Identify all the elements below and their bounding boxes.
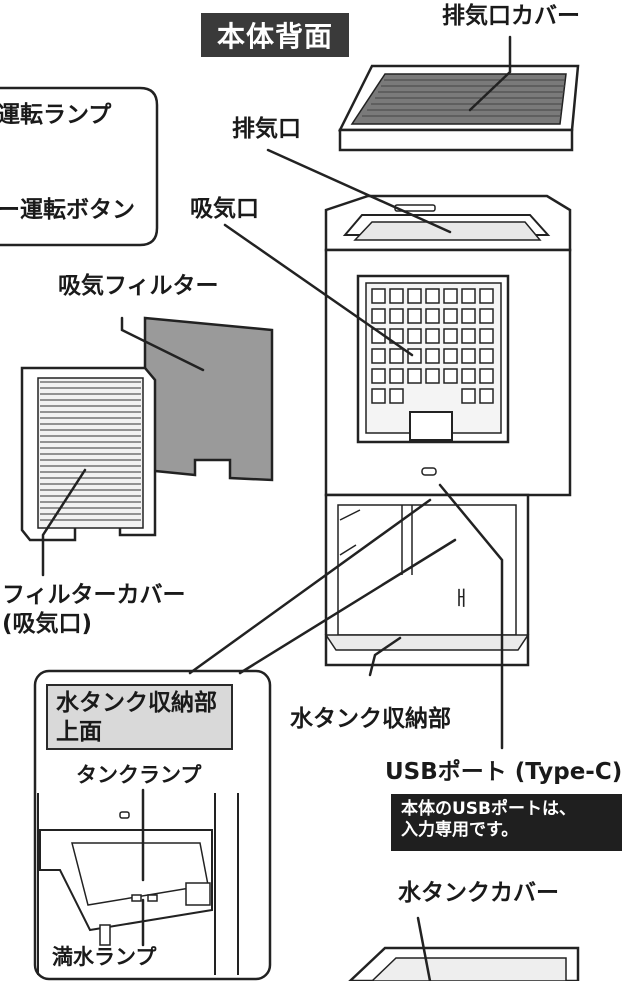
label-filter-cover: フィルターカバー — [2, 582, 186, 608]
inset-title-line1: 水タンク収納部 — [56, 690, 217, 716]
grille-cell — [389, 368, 404, 384]
grille-cell — [371, 368, 386, 384]
grille-cell — [479, 388, 494, 404]
grille-cell — [479, 348, 494, 364]
grille-cell — [425, 288, 440, 304]
grille-cell — [371, 288, 386, 304]
grille-cell — [479, 288, 494, 304]
filter-cover-part — [20, 366, 157, 542]
label-tank-cover: 水タンクカバー — [398, 880, 559, 906]
grille-cell — [389, 288, 404, 304]
tank-cover-part — [348, 946, 580, 981]
usb-note: 本体のUSBポートは、 入力専用です。 — [391, 794, 622, 851]
inset-drawing — [37, 793, 239, 975]
grille-cell — [443, 328, 458, 344]
svg-text:ㅐ: ㅐ — [452, 586, 470, 610]
grille-cell — [479, 368, 494, 384]
grille-cell — [407, 308, 422, 324]
grille-cell — [443, 348, 458, 364]
usb-note-line1: 本体のUSBポートは、 — [401, 799, 577, 819]
label-tank-storage: 水タンク収納部 — [290, 706, 451, 732]
label-filter-cover-sub: (吸気口) — [2, 611, 93, 637]
grille-cell — [371, 308, 386, 324]
grille-cell — [461, 328, 476, 344]
grille-cell — [389, 348, 404, 364]
grille-cell — [443, 288, 458, 304]
label-operation-button: ー運転ボタン — [0, 197, 135, 223]
grille-cell — [479, 308, 494, 324]
grille-cell — [443, 368, 458, 384]
grille-cell — [461, 388, 476, 404]
page-title: 本体背面 — [201, 13, 349, 57]
grille-cell — [443, 308, 458, 324]
grille-cell — [461, 368, 476, 384]
label-exhaust: 排気口 — [232, 116, 301, 142]
grille-cell — [407, 348, 422, 364]
grille-cell — [371, 348, 386, 364]
grille-cell — [461, 308, 476, 324]
intake-filter-sheet — [143, 316, 274, 482]
grille-cell — [461, 288, 476, 304]
grille-cell — [425, 308, 440, 324]
label-exhaust-cover: 排気口カバー — [442, 3, 580, 29]
leader-lines — [41, 35, 512, 981]
label-operation-lamp: 運転ランプ — [0, 102, 112, 128]
grille-cell — [407, 328, 422, 344]
label-tank-lamp: タンクランプ — [76, 763, 202, 787]
inset-title: 水タンク収納部 上面 — [46, 684, 233, 750]
main-unit-body: ㅐ — [324, 194, 572, 667]
exhaust-cover-part — [337, 64, 580, 152]
control-callout-box — [0, 86, 159, 247]
grille-cell — [407, 368, 422, 384]
label-full-water-lamp: 満水ランプ — [52, 945, 157, 969]
grille-cell — [389, 308, 404, 324]
grille-cell — [425, 328, 440, 344]
label-intake: 吸気口 — [190, 196, 259, 222]
intake-grille-cells — [371, 288, 494, 404]
label-intake-filter: 吸気フィルター — [58, 273, 219, 299]
grille-cell — [407, 288, 422, 304]
grille-cell — [389, 388, 404, 404]
grille-cell — [425, 368, 440, 384]
grille-cell — [461, 348, 476, 364]
label-usb-port: USBポート (Type-C) — [385, 759, 623, 785]
usb-note-line2: 入力専用です。 — [401, 820, 519, 840]
grille-cell — [479, 328, 494, 344]
grille-cell — [425, 348, 440, 364]
inset-title-line2: 上面 — [56, 719, 102, 745]
grille-cell — [371, 388, 386, 404]
